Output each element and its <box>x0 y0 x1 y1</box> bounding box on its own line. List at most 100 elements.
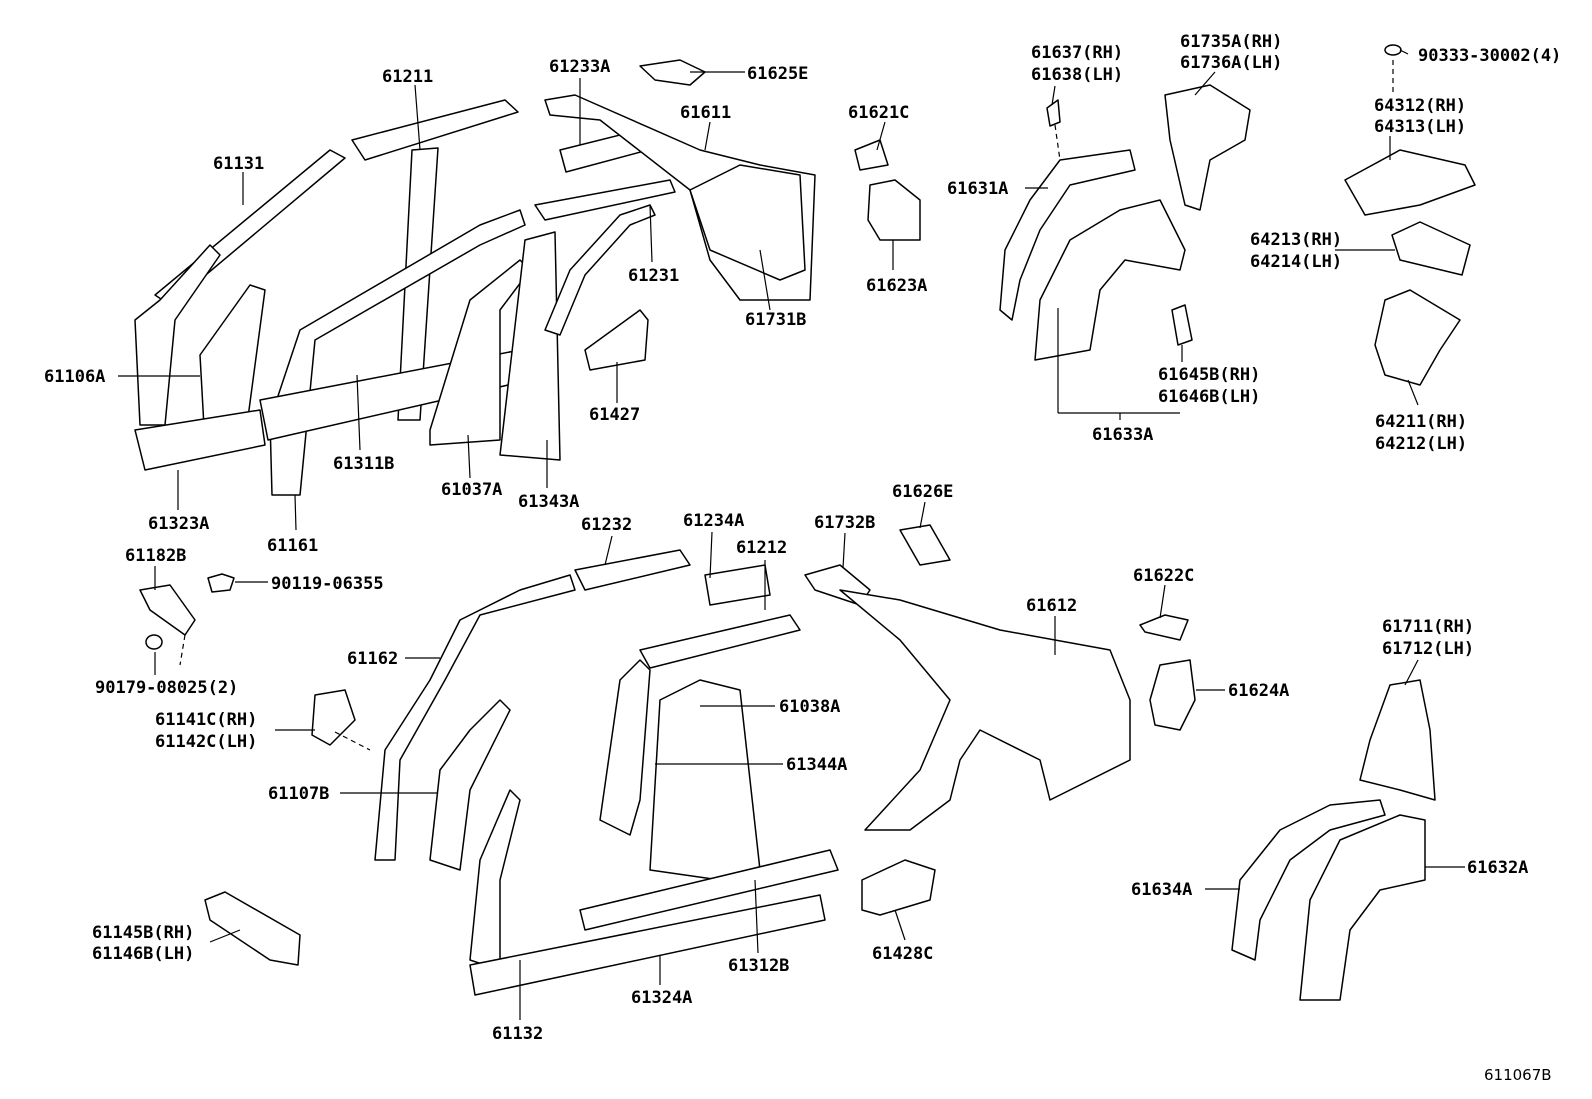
label-61038A: 61038A <box>779 697 840 717</box>
part-labels: 61211 61233A 61625E 61611 61131 61621C 6… <box>44 32 1561 1044</box>
label-61343A: 61343A <box>518 492 579 512</box>
label-61645B: 61645B(RH) <box>1158 365 1260 385</box>
label-61736A: 61736A(LH) <box>1180 53 1282 73</box>
part-61038A-reinforcement <box>599 659 651 836</box>
part-61612-quarter-panel <box>839 589 1131 831</box>
part-61132-front-inner <box>469 789 521 971</box>
part-64312-floor-member <box>1344 149 1476 216</box>
label-61622C: 61622C <box>1133 566 1194 586</box>
label-61182B: 61182B <box>125 546 186 566</box>
label-61107B: 61107B <box>268 784 329 804</box>
part-61234A-bracket <box>704 564 771 606</box>
label-61428C: 61428C <box>872 944 933 964</box>
part-61232-roof-rail <box>574 549 691 591</box>
label-61634A: 61634A <box>1131 880 1192 900</box>
label-61621C: 61621C <box>848 103 909 123</box>
label-90179: 90179-08025(2) <box>95 678 238 698</box>
label-61324A: 61324A <box>631 988 692 1008</box>
part-61106A-front-pillar <box>134 244 221 426</box>
label-61711: 61711(RH) <box>1382 617 1474 637</box>
label-61312B: 61312B <box>728 956 789 976</box>
label-61735A: 61735A(RH) <box>1180 32 1282 52</box>
part-61634A-wheelhouse-outer <box>1231 799 1386 961</box>
part-61324A-rocker-outer <box>469 894 826 996</box>
label-61161: 61161 <box>267 536 318 556</box>
label-64313: 64313(LH) <box>1374 117 1466 137</box>
label-61234A: 61234A <box>683 511 744 531</box>
label-61427: 61427 <box>589 405 640 425</box>
label-61638: 61638(LH) <box>1031 65 1123 85</box>
part-61624A-panel <box>1149 659 1196 731</box>
part-64211-bracket <box>1374 289 1461 386</box>
label-64211: 64211(RH) <box>1375 412 1467 432</box>
label-64214: 64214(LH) <box>1250 252 1342 272</box>
part-90333-plug <box>1384 44 1402 56</box>
part-outlines <box>134 44 1476 1001</box>
part-61211-roof-rail-inner <box>351 99 519 161</box>
label-64213: 64213(RH) <box>1250 230 1342 250</box>
part-61141C-bracket <box>311 689 356 746</box>
part-61625E-bracket <box>639 59 706 86</box>
part-61343A-center-pillar <box>499 231 561 461</box>
label-61731B: 61731B <box>745 310 806 330</box>
part-61211-stem <box>397 147 439 421</box>
label-61625E: 61625E <box>747 64 808 84</box>
label-61231: 61231 <box>628 266 679 286</box>
label-64312: 64312(RH) <box>1374 96 1466 116</box>
label-61212: 61212 <box>736 538 787 558</box>
label-61633A: 61633A <box>1092 425 1153 445</box>
part-61312B-rocker-inner <box>579 849 839 931</box>
part-64213-bracket <box>1391 221 1471 276</box>
label-61623A: 61623A <box>866 276 927 296</box>
label-61632A: 61632A <box>1467 858 1528 878</box>
part-61731B-inner <box>689 164 806 281</box>
part-61631A-wheelhouse-outer <box>999 149 1136 321</box>
part-61632A-wheelhouse-inner <box>1299 814 1426 1001</box>
label-90333: 90333-30002(4) <box>1418 46 1561 66</box>
label-61142C: 61142C(LH) <box>155 732 257 752</box>
label-61637: 61637(RH) <box>1031 43 1123 63</box>
part-61161-center-pillar-outer <box>269 209 526 496</box>
label-90119: 90119-06355 <box>271 574 384 594</box>
label-61712: 61712(LH) <box>1382 639 1474 659</box>
label-61624A: 61624A <box>1228 681 1289 701</box>
label-61732B: 61732B <box>814 513 875 533</box>
part-61344A-center-pillar <box>649 679 761 881</box>
part-61637-clip <box>1046 99 1061 127</box>
label-61233A: 61233A <box>549 57 610 77</box>
label-61232: 61232 <box>581 515 632 535</box>
part-61735A-extension <box>1164 84 1251 211</box>
label-61646B: 61646B(LH) <box>1158 387 1260 407</box>
part-61621C-bracket <box>854 139 889 171</box>
label-61323A: 61323A <box>148 514 209 534</box>
part-61428C-bracket <box>861 859 936 916</box>
label-61132: 61132 <box>492 1024 543 1044</box>
part-61623A-panel <box>867 179 921 241</box>
part-61622C-bracket <box>1139 614 1189 641</box>
label-61626E: 61626E <box>892 482 953 502</box>
part-61231-arc <box>544 204 656 336</box>
part-90179-nut <box>145 634 163 650</box>
label-61037A: 61037A <box>441 480 502 500</box>
label-61141C: 61141C(RH) <box>155 710 257 730</box>
part-61037A-reinforcement <box>429 259 531 446</box>
label-61311B: 61311B <box>333 454 394 474</box>
part-61427-bracket <box>584 309 649 371</box>
part-61182B-bracket <box>139 584 196 636</box>
drawing-number: 611067B <box>1484 1066 1552 1084</box>
label-61611: 61611 <box>680 103 731 123</box>
label-61344A: 61344A <box>786 755 847 775</box>
label-61146B: 61146B(LH) <box>92 944 194 964</box>
part-61231-roof-rail-rear <box>534 179 676 221</box>
leader-lines <box>118 49 1465 1020</box>
part-61162-front-pillar <box>374 574 576 861</box>
part-90119-bolt <box>207 573 235 593</box>
part-61212-roof-rail <box>639 614 801 669</box>
label-61131: 61131 <box>213 154 264 174</box>
label-64212: 64212(LH) <box>1375 434 1467 454</box>
part-61645B-bracket <box>1171 304 1193 346</box>
label-61145B: 61145B(RH) <box>92 923 194 943</box>
part-61145B-member <box>204 891 301 966</box>
part-61323A-rocker-front <box>134 409 266 471</box>
